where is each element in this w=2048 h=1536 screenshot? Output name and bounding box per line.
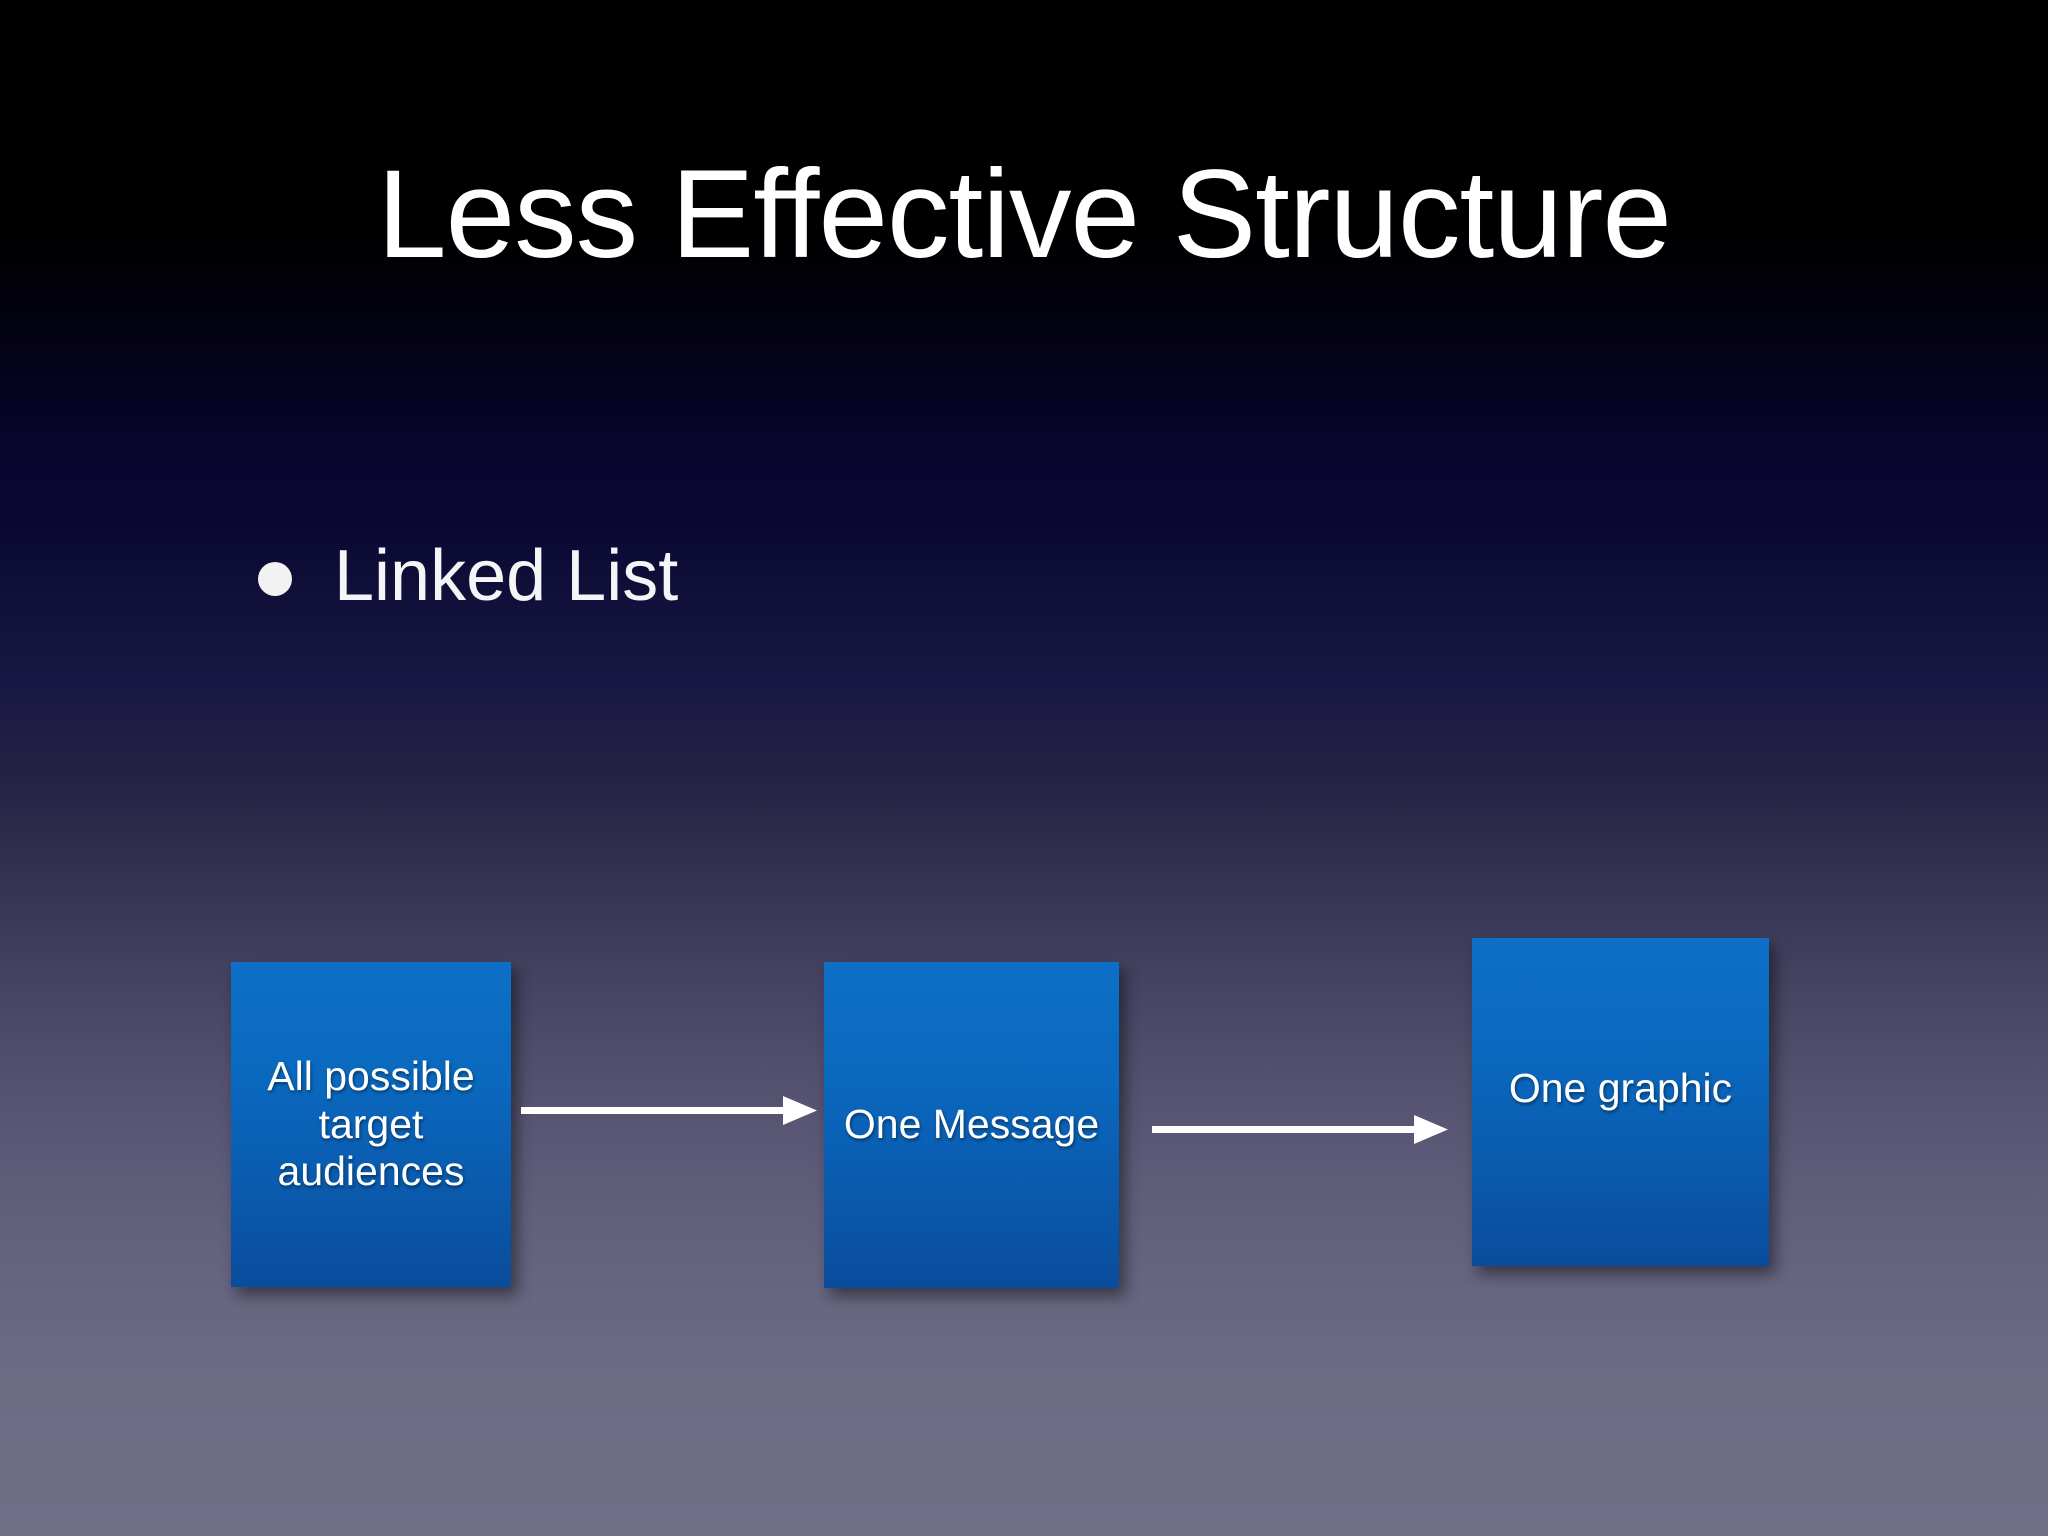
arrow-right-icon: [1152, 1115, 1448, 1144]
diagram-node-one-graphic: One graphic: [1472, 938, 1769, 1266]
slide-title: Less Effective Structure: [377, 145, 1672, 284]
bullet-list-item: Linked List: [258, 540, 678, 612]
diagram-node-label: All possible target audiences: [267, 1053, 475, 1195]
bullet-dot-icon: [258, 562, 292, 596]
diagram-node-label: One graphic: [1508, 1065, 1733, 1112]
diagram-node-one-message: One Message: [824, 962, 1119, 1288]
arrow-right-icon: [521, 1096, 817, 1125]
bullet-item-label: Linked List: [334, 536, 679, 616]
diagram-node-label: One Message: [843, 1101, 1100, 1148]
diagram-node-all-possible-target-audiences: All possible target audiences: [231, 962, 511, 1287]
